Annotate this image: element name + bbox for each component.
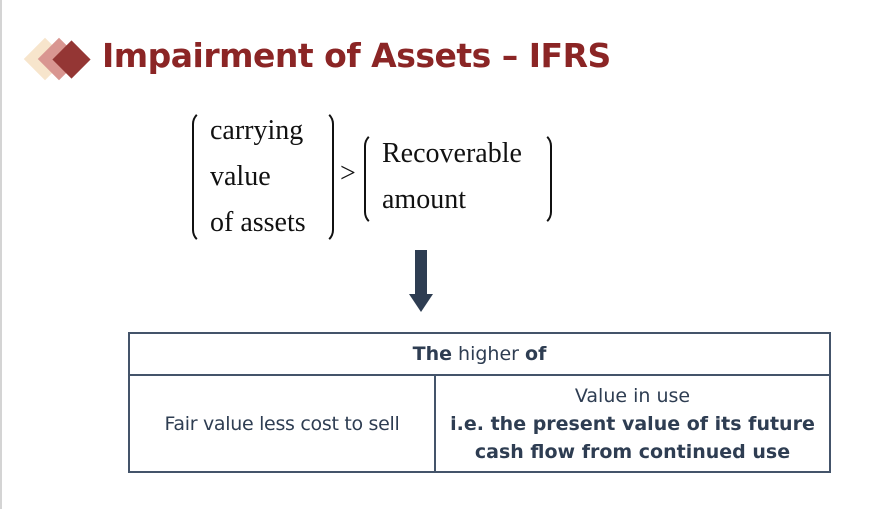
table-header: The higher of xyxy=(130,334,829,376)
header-higher: higher xyxy=(452,343,526,365)
formula-operator: > xyxy=(340,158,356,189)
formula-lhs-line: carrying xyxy=(210,115,304,146)
slide-title: Impairment of Assets – IFRS xyxy=(102,36,611,75)
value-in-use-cell: Value in use i.e. the present value of i… xyxy=(436,376,829,471)
right-paren-close xyxy=(538,132,552,226)
formula-lhs-line: value xyxy=(210,161,271,192)
fair-value-cell: Fair value less cost to sell xyxy=(130,376,436,471)
left-paren-open xyxy=(192,110,206,244)
slide-left-border xyxy=(0,0,2,509)
header-the: The xyxy=(412,343,453,365)
formula-lhs-line: of assets xyxy=(210,207,306,238)
recoverable-amount-table: The higher of Fair value less cost to se… xyxy=(128,332,831,473)
header-of: of xyxy=(525,343,547,365)
down-arrow-icon xyxy=(409,250,433,314)
right-paren-open xyxy=(364,132,378,226)
impairment-formula: carrying value of assets > Recoverable a… xyxy=(192,110,572,250)
value-in-use-line2: cash flow from continued use xyxy=(474,440,791,463)
arrow-head xyxy=(409,294,433,312)
arrow-shaft xyxy=(415,250,427,296)
formula-rhs-line: Recoverable xyxy=(382,138,522,169)
formula-rhs-line: amount xyxy=(382,184,466,215)
value-in-use-title: Value in use xyxy=(574,384,691,407)
value-in-use-line1: i.e. the present value of its future xyxy=(450,412,815,435)
left-paren-close xyxy=(320,110,334,244)
diamonds-logo-icon xyxy=(23,36,96,82)
